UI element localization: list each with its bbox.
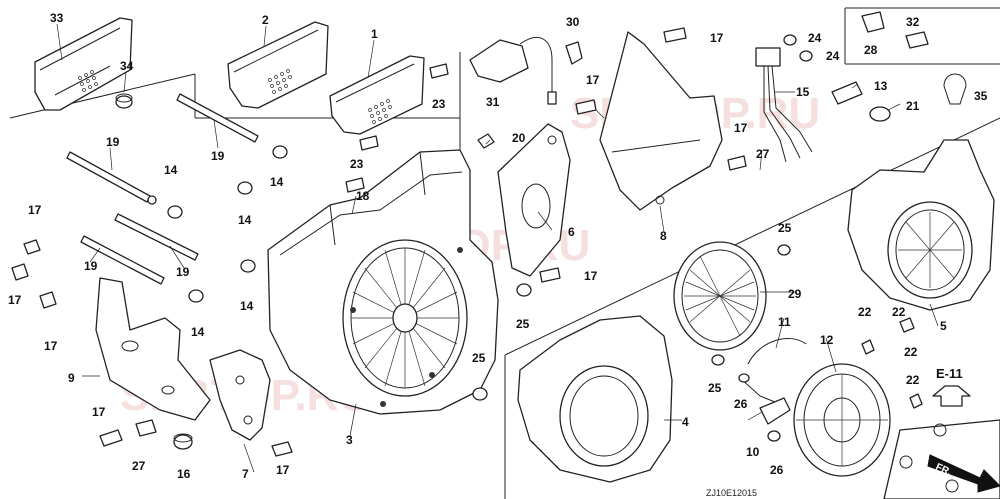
part-2-cover-plate — [227, 21, 329, 109]
callout-17-i: 17 — [584, 269, 598, 283]
callout-19-d: 19 — [84, 259, 98, 273]
part-4-shroud — [517, 315, 673, 483]
part-10-lever — [759, 397, 791, 425]
callout-9: 9 — [68, 371, 75, 385]
callout-1: 1 — [371, 27, 378, 41]
reference-label: E-11 — [936, 366, 963, 381]
callout-23-mid: 23 — [350, 157, 364, 171]
part-34-grommet — [115, 93, 133, 109]
callout-31: 31 — [486, 95, 500, 109]
callout-14-e: 14 — [191, 325, 205, 339]
callout-35: 35 — [974, 89, 988, 103]
callout-15: 15 — [796, 85, 810, 99]
part-7-bracket — [209, 349, 271, 441]
callout-2: 2 — [262, 13, 269, 27]
part-5-fan-shroud — [847, 139, 995, 311]
callout-17-g: 17 — [586, 73, 600, 87]
callout-14-c: 14 — [238, 213, 252, 227]
callout-25-c: 25 — [778, 221, 792, 235]
part-15-wire-harness — [755, 47, 813, 163]
callout-13: 13 — [874, 79, 888, 93]
callout-17-d: 17 — [92, 405, 106, 419]
callout-17-f: 17 — [710, 31, 724, 45]
callout-22-c: 22 — [904, 345, 918, 359]
callout-26-a: 26 — [734, 397, 748, 411]
part-35-clamp — [943, 73, 967, 105]
callout-25-a: 25 — [516, 317, 530, 331]
callout-30: 30 — [566, 15, 580, 29]
callout-numbers: 33 2 1 34 23 23 19 19 19 19 14 14 14 14 … — [8, 11, 988, 481]
callout-25-d: 25 — [708, 381, 722, 395]
callout-34: 34 — [120, 59, 134, 73]
callout-17-c: 17 — [44, 339, 58, 353]
callout-7: 7 — [242, 467, 249, 481]
callout-3: 3 — [346, 433, 353, 447]
part-8-bracket-plate — [599, 31, 723, 211]
part-28-32-clips — [861, 11, 929, 49]
callout-22-d: 22 — [906, 373, 920, 387]
callout-14-d: 14 — [240, 299, 254, 313]
callout-19-a: 19 — [211, 149, 225, 163]
part-33-cover-plate — [34, 17, 133, 111]
callout-5: 5 — [940, 319, 947, 333]
part-19-long-bolts — [66, 93, 259, 285]
part-24-nuts — [783, 34, 813, 62]
part-21-grommet — [869, 106, 891, 122]
part-31-sensor — [469, 37, 557, 105]
callout-17-a: 17 — [28, 203, 42, 217]
callout-17-e: 17 — [276, 463, 290, 477]
callout-16: 16 — [177, 467, 191, 481]
callout-19-b: 19 — [106, 135, 120, 149]
callout-27-b: 27 — [132, 459, 146, 473]
callout-26-b: 26 — [770, 463, 784, 477]
callout-21: 21 — [906, 99, 920, 113]
callout-22-b: 22 — [892, 305, 906, 319]
reference-arrow-icon — [932, 385, 971, 407]
part-11-wire-bracket — [739, 338, 807, 405]
callout-27-a: 27 — [756, 147, 770, 161]
callout-6: 6 — [568, 225, 575, 239]
part-9-bracket — [95, 277, 211, 421]
callout-4: 4 — [682, 415, 689, 429]
part-30-clip — [565, 41, 583, 65]
callout-14-b: 14 — [164, 163, 178, 177]
part-29-fan-guard — [673, 241, 767, 351]
right-group-frame — [504, 7, 1000, 499]
part-12-recoil-starter — [793, 363, 891, 477]
callout-18: 18 — [356, 189, 370, 203]
callout-11: 11 — [778, 315, 791, 329]
callout-25-b: 25 — [472, 351, 486, 365]
part-3-blower-housing — [267, 149, 499, 415]
callout-12: 12 — [820, 333, 834, 347]
small-bolts — [11, 27, 923, 457]
callout-17-h: 17 — [734, 121, 748, 135]
leader-lines — [56, 23, 939, 473]
part-20-square-nut — [477, 133, 495, 149]
reference-e11: E-11 — [932, 366, 971, 407]
top-left-group-frame — [9, 52, 461, 150]
callout-23-top: 23 — [432, 97, 446, 111]
callout-29: 29 — [788, 287, 802, 301]
callout-33: 33 — [50, 11, 64, 25]
part-16-grommet — [173, 433, 193, 450]
callout-32: 32 — [906, 15, 920, 29]
part-14-nuts — [147, 145, 288, 303]
diagram-code: ZJ10E12015 — [706, 488, 757, 498]
callout-22-a: 22 — [858, 305, 872, 319]
callout-19-c: 19 — [176, 265, 190, 279]
callout-24-b: 24 — [826, 49, 840, 63]
callout-20: 20 — [512, 131, 526, 145]
callout-8: 8 — [660, 229, 667, 243]
part-13-sleeve — [831, 81, 863, 105]
part-6-shroud-plate — [497, 123, 571, 277]
callout-17-b: 17 — [8, 293, 22, 307]
callout-24-a: 24 — [808, 31, 822, 45]
callout-28: 28 — [864, 43, 878, 57]
part-1-cover-plate — [329, 55, 425, 135]
callout-10: 10 — [746, 445, 760, 459]
callout-14-a: 14 — [270, 175, 284, 189]
